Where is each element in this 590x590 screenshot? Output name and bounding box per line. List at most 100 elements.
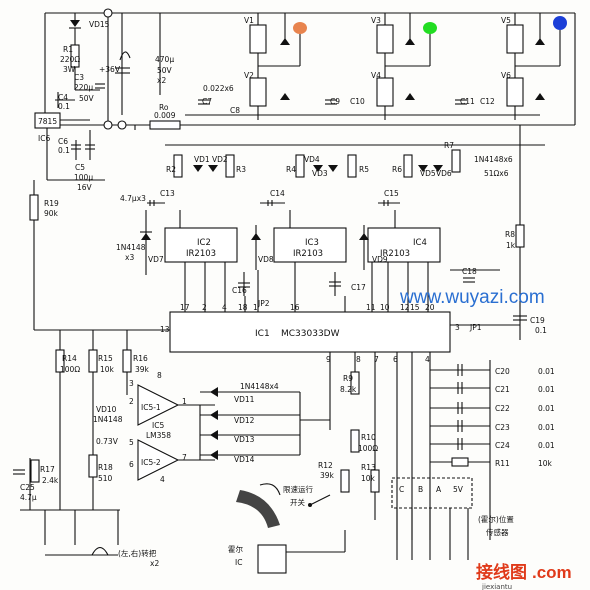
ic1-pin-12: 12 (400, 303, 410, 312)
opamp-pin-8: 8 (157, 371, 162, 380)
hall-ic-label-line2: IC (235, 558, 242, 567)
c10-label: C10 (350, 97, 365, 106)
ic2-ir2103: IC2 IR2103 (164, 227, 238, 263)
c5-label: C5 (75, 163, 85, 172)
ic1-top-leads (184, 262, 429, 312)
v4-label: V4 (371, 71, 381, 80)
r12-value: 39k (320, 471, 335, 480)
cap470-qty: x2 (157, 76, 166, 85)
vd7-label: VD7 (148, 255, 164, 264)
c13-label: C13 (160, 189, 175, 198)
c21-value: 0.01 (538, 385, 555, 394)
ic3-label: IC3 (305, 238, 319, 248)
r10-label: R10 (361, 433, 376, 442)
c14-label: C14 (270, 189, 285, 198)
vd13-label: VD13 (234, 435, 255, 444)
mosfet-bridge (249, 13, 561, 120)
r18-value: 510 (98, 474, 113, 483)
ic1-pin-16: 16 (290, 303, 300, 312)
ic1-pin-11: 11 (366, 303, 376, 312)
ic5-1-opamp: IC5-1 (137, 384, 180, 426)
vd11-label: VD11 (234, 395, 255, 404)
vd6-label: VD6 (436, 169, 452, 178)
c12-label: C12 (480, 97, 495, 106)
c22-label: C22 (495, 404, 510, 413)
r1-label: R1 (63, 45, 73, 54)
r10-value: 100Ω (358, 444, 378, 453)
phase-3-output-marker (553, 16, 567, 30)
ro-shunt-resistor: Ro 0.009 (149, 103, 181, 130)
c21-label: C21 (495, 385, 510, 394)
ic5-2-opamp: IC5-2 (137, 439, 180, 481)
vd7-9-diodes (140, 210, 369, 275)
c24-label: C24 (495, 441, 510, 450)
watermark-logo: 接线图 (476, 562, 527, 582)
hall-b-label: B (418, 485, 423, 494)
vd4-label: VD4 (304, 155, 320, 164)
opamp-pin-2: 2 (129, 397, 134, 406)
bulk-capacitors-470u: 470μ 50V x2 (115, 51, 174, 85)
ic1-pin-1: 1 (253, 303, 258, 312)
supply-36v-label: +36V (99, 65, 121, 74)
hall-sensor-label-line2: 传感器 (486, 527, 509, 537)
ic1-part: MC33033DW (281, 329, 340, 339)
ic1-pin-17: 17 (180, 303, 190, 312)
ic3-ir2103: IC3 IR2103 (273, 227, 347, 263)
c5-value-volt: 16V (77, 183, 93, 192)
c8-label: C8 (230, 106, 240, 115)
cap470-volt: 50V (157, 66, 173, 75)
r2-label: R2 (166, 165, 176, 174)
vd8-label: VD8 (258, 255, 274, 264)
r13-value: 10k (361, 474, 376, 483)
r11-label: R11 (495, 459, 510, 468)
c4-label: C4 (58, 93, 68, 102)
opamp-pin-7: 7 (182, 453, 187, 462)
c16-label: C16 (232, 286, 247, 295)
throttle-connectors (20, 509, 120, 556)
c18-label: C18 (462, 267, 477, 276)
regulator-label: 7815 (38, 117, 57, 126)
c5-value-cap: 100μ (74, 173, 93, 182)
ro-label: Ro (159, 103, 169, 112)
c19-value: 0.1 (535, 326, 547, 335)
vd11-14-diodes (178, 387, 330, 461)
r3-label: R3 (236, 165, 246, 174)
throttle-qty: x2 (150, 559, 159, 568)
r14-value: 100Ω (60, 365, 80, 374)
ic1-pin-9: 9 (326, 355, 331, 364)
throttle-label: (左,右)转把 (118, 548, 157, 558)
supply-terminals (103, 8, 127, 130)
c20-label: C20 (495, 367, 510, 376)
r17-value: 2.4k (42, 476, 59, 485)
r15-value: 10k (100, 365, 115, 374)
c3-value-cap: 220μ (74, 83, 93, 92)
r13-label: R13 (361, 463, 376, 472)
c19-label: C19 (530, 316, 545, 325)
c9-label: C9 (330, 97, 340, 106)
power-bus-wires (44, 12, 576, 130)
phase-output-markers (293, 16, 567, 34)
r1-resistor: R1 220Ω 3W (60, 44, 80, 90)
c022-note: 0.022x6 (203, 84, 234, 93)
vd10-type: 1N4148 (93, 415, 123, 424)
ic5-label: IC5 (152, 421, 164, 430)
gate-capacitors (198, 99, 467, 105)
c4-value: 0.1 (58, 102, 70, 111)
ic1-pin-2: 2 (202, 303, 207, 312)
r9-label: R9 (343, 374, 353, 383)
r11-value: 10k (538, 459, 553, 468)
r1-value-watt: 3W (63, 65, 76, 74)
hall-ic (257, 530, 346, 574)
vd1-label: VD1 (194, 155, 210, 164)
hall-sensor-connector (391, 477, 473, 560)
vd3-label: VD3 (312, 169, 328, 178)
ic3-part: IR2103 (293, 249, 323, 259)
watermark-site: www.wuyazi.com (399, 287, 545, 308)
vd5-label: VD5 (420, 169, 436, 178)
opamp-pin-1: 1 (182, 397, 187, 406)
vd9-label: VD9 (372, 255, 388, 264)
opamp-pin-4: 4 (160, 475, 165, 484)
ic1-pin-6: 6 (393, 355, 398, 364)
r19-label: R19 (44, 199, 59, 208)
